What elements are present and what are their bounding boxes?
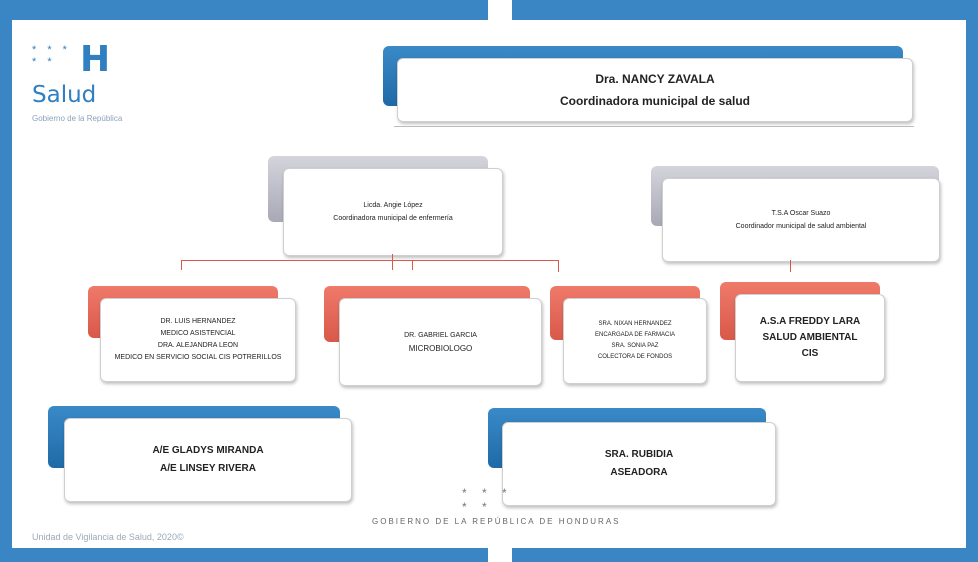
frame-gap-top xyxy=(488,0,512,22)
nursing-node-role: Coordinadora municipal de enfermería xyxy=(333,215,453,222)
micro-node: DR. GABRIEL GARCIA MICROBIOLOGO xyxy=(339,298,542,386)
cleaning-node: SRA. RUBIDIA ASEADORA xyxy=(502,422,776,506)
nurses-line-2: A/E LINSEY RIVERA xyxy=(160,463,256,474)
nursing-node: Licda. Angie López Coordinadora municipa… xyxy=(283,168,503,256)
env-staff-line-3: CIS xyxy=(801,348,819,359)
branch-drop-4 xyxy=(558,260,559,272)
logo-stars: * * * * * xyxy=(32,44,71,68)
cleaning-line-2: ASEADORA xyxy=(610,467,668,478)
top-node-name: Dra. NANCY ZAVALA xyxy=(595,72,715,86)
footer-credit: Unidad de Vigilancia de Salud, 2020© xyxy=(32,532,184,542)
env-drop xyxy=(790,260,791,272)
pharmacy-line-2: ENCARGADA DE FARMACIA xyxy=(594,332,675,338)
top-node-role: Coordinadora municipal de salud xyxy=(559,94,751,108)
micro-line-2: MICROBIOLOGO xyxy=(408,343,473,353)
top-connector xyxy=(394,126,914,127)
medical-line-2: MEDICO ASISTENCIAL xyxy=(160,330,236,337)
branch-drop-2 xyxy=(392,254,393,270)
env-node-name: T.S.A Oscar Suazo xyxy=(771,210,831,217)
top-node: Dra. NANCY ZAVALA Coordinadora municipal… xyxy=(397,58,913,122)
nursing-branch-line xyxy=(181,260,559,261)
pharmacy-node: SRA. NIXAN HERNANDEZ ENCARGADA DE FARMAC… xyxy=(563,298,707,384)
nurses-line-1: A/E GLADYS MIRANDA xyxy=(152,445,264,456)
medical-line-1: DR. LUIS HERNANDEZ xyxy=(160,318,236,325)
pharmacy-line-1: SRA. NIXAN HERNANDEZ xyxy=(598,321,672,327)
logo-subtitle: Gobierno de la República xyxy=(32,114,123,123)
env-node-role: Coordinador municipal de salud ambiental xyxy=(735,223,867,230)
micro-line-1: DR. GABRIEL GARCIA xyxy=(404,331,477,339)
gov-stars: * * * * * xyxy=(462,486,513,514)
env-staff-line-1: A.S.A FREDDY LARA xyxy=(759,316,861,327)
medical-line-3: DRA. ALEJANDRA LEON xyxy=(157,342,239,349)
medical-node: DR. LUIS HERNANDEZ MEDICO ASISTENCIAL DR… xyxy=(100,298,296,382)
gov-caption: GOBIERNO DE LA REPÚBLICA DE HONDURAS xyxy=(372,517,621,526)
nurses-node: A/E GLADYS MIRANDA A/E LINSEY RIVERA xyxy=(64,418,352,502)
pharmacy-line-3: SRA. SONIA PAZ xyxy=(611,343,659,349)
cleaning-line-1: SRA. RUBIDIA xyxy=(604,449,674,460)
pharmacy-line-4: COLECTORA DE FONDOS xyxy=(597,354,673,360)
logo-word: Salud xyxy=(32,82,97,108)
env-staff-node: A.S.A FREDDY LARA SALUD AMBIENTAL CIS xyxy=(735,294,885,382)
medical-line-4: MEDICO EN SERVICIO SOCIAL CIS POTRERILLO… xyxy=(114,354,282,361)
env-staff-line-2: SALUD AMBIENTAL xyxy=(762,332,858,343)
branch-drop-3 xyxy=(412,260,413,270)
logo-mark: H xyxy=(80,39,111,80)
nursing-node-name: Licda. Angie López xyxy=(363,202,423,209)
branch-drop-1 xyxy=(181,260,182,270)
env-node: T.S.A Oscar Suazo Coordinador municipal … xyxy=(662,178,940,262)
